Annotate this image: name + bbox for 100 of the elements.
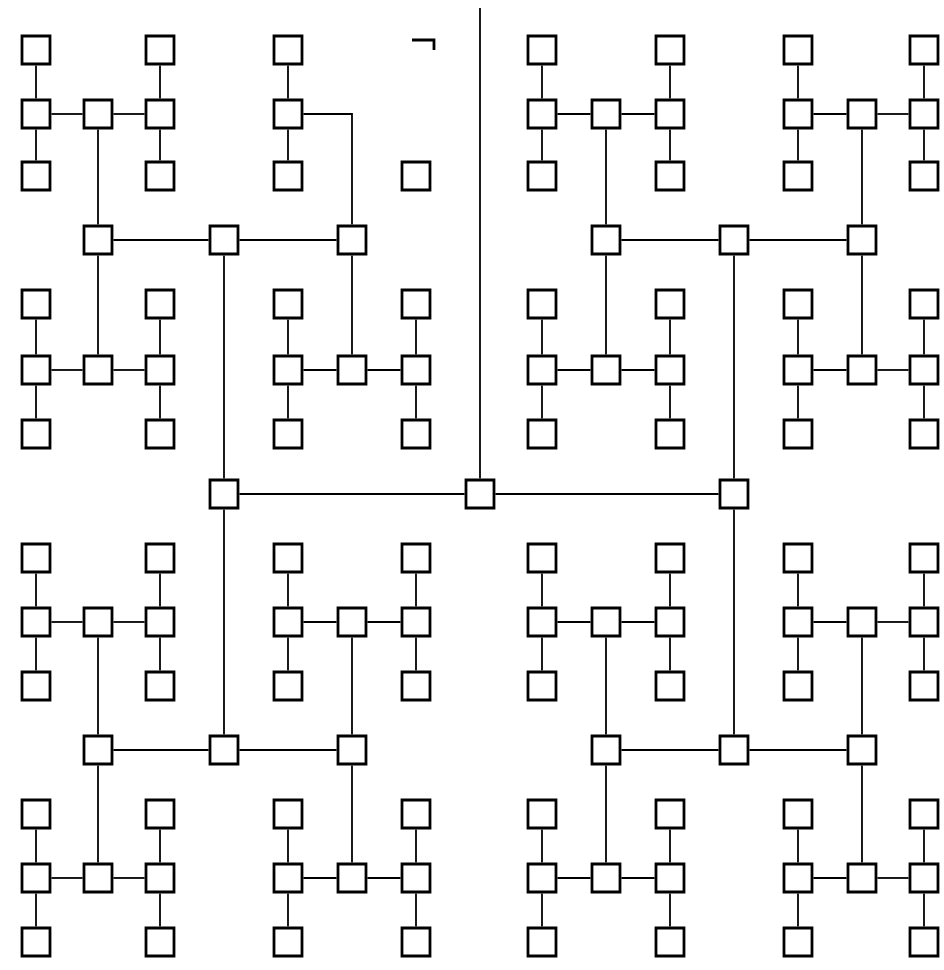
small-box — [526, 288, 558, 320]
connector-line — [415, 572, 417, 608]
small-box — [400, 798, 432, 830]
connector-line — [541, 64, 543, 100]
connector-line — [112, 239, 210, 241]
small-box — [908, 798, 940, 830]
small-box — [20, 418, 52, 450]
connector-line — [223, 508, 225, 736]
connector-line — [302, 369, 338, 371]
connector-line — [861, 128, 863, 226]
connector-line — [605, 254, 607, 356]
small-box — [654, 670, 686, 702]
connector-line — [876, 621, 910, 623]
small-box — [782, 862, 814, 894]
connector-line — [97, 636, 99, 736]
connector-line — [494, 493, 720, 495]
small-box — [590, 98, 622, 130]
connector-line — [923, 892, 925, 928]
connector-line — [35, 384, 37, 420]
connector-line — [556, 621, 592, 623]
small-box — [144, 354, 176, 386]
connector-line — [287, 892, 289, 928]
connector-line — [797, 318, 799, 356]
small-box — [908, 926, 940, 958]
small-box — [718, 478, 750, 510]
small-box — [526, 34, 558, 66]
small-box — [590, 354, 622, 386]
small-box — [846, 734, 878, 766]
small-box — [908, 542, 940, 574]
small-box — [654, 926, 686, 958]
small-box — [144, 670, 176, 702]
connector-line — [287, 828, 289, 864]
small-box — [654, 98, 686, 130]
connector-line — [669, 128, 671, 162]
connector-line — [669, 64, 671, 100]
small-box — [654, 160, 686, 192]
small-box — [20, 862, 52, 894]
connector-line — [861, 764, 863, 864]
small-box — [590, 734, 622, 766]
small-box — [526, 542, 558, 574]
connector-line — [159, 636, 161, 672]
connector-line — [797, 636, 799, 672]
connector-line — [812, 621, 848, 623]
small-box — [782, 354, 814, 386]
connector-line — [669, 572, 671, 608]
small-box — [20, 288, 52, 320]
connector-line — [923, 64, 925, 100]
small-box — [590, 606, 622, 638]
connector-line — [669, 892, 671, 928]
small-box — [272, 926, 304, 958]
connector-line — [35, 64, 37, 100]
connector-line — [669, 384, 671, 420]
connector-line — [50, 877, 84, 879]
small-box — [782, 670, 814, 702]
connector-line — [159, 318, 161, 356]
small-box — [20, 354, 52, 386]
small-box — [908, 34, 940, 66]
small-box — [400, 160, 432, 192]
connector-line — [923, 828, 925, 864]
connector-line — [287, 384, 289, 420]
connector-line — [112, 369, 146, 371]
small-box — [336, 862, 368, 894]
connector-line — [159, 828, 161, 864]
connector-line — [415, 636, 417, 672]
connector-line — [287, 64, 289, 100]
connector-line — [669, 636, 671, 672]
connector-line — [112, 621, 146, 623]
connector-line — [541, 636, 543, 672]
connector-line — [351, 764, 353, 864]
small-box — [336, 224, 368, 256]
small-box — [400, 606, 432, 638]
connector-line — [159, 128, 161, 162]
connector-line — [541, 572, 543, 608]
small-box — [336, 606, 368, 638]
connector-line — [238, 749, 338, 751]
small-box — [272, 354, 304, 386]
small-box — [82, 354, 114, 386]
small-box — [782, 606, 814, 638]
small-box — [144, 798, 176, 830]
small-box — [144, 288, 176, 320]
connector-line — [415, 384, 417, 420]
small-box — [782, 160, 814, 192]
small-box — [20, 670, 52, 702]
small-box — [272, 98, 304, 130]
small-box — [272, 34, 304, 66]
connector-line — [541, 892, 543, 928]
small-box — [526, 354, 558, 386]
small-box — [208, 224, 240, 256]
small-box — [20, 160, 52, 192]
small-box — [846, 98, 878, 130]
connector-line — [797, 892, 799, 928]
small-box — [336, 354, 368, 386]
connector-line — [35, 128, 37, 162]
small-box — [526, 926, 558, 958]
connector-line — [35, 828, 37, 864]
small-box — [144, 418, 176, 450]
small-box — [20, 926, 52, 958]
connector-line — [861, 636, 863, 736]
connector-line — [159, 892, 161, 928]
connector-line — [223, 254, 225, 480]
